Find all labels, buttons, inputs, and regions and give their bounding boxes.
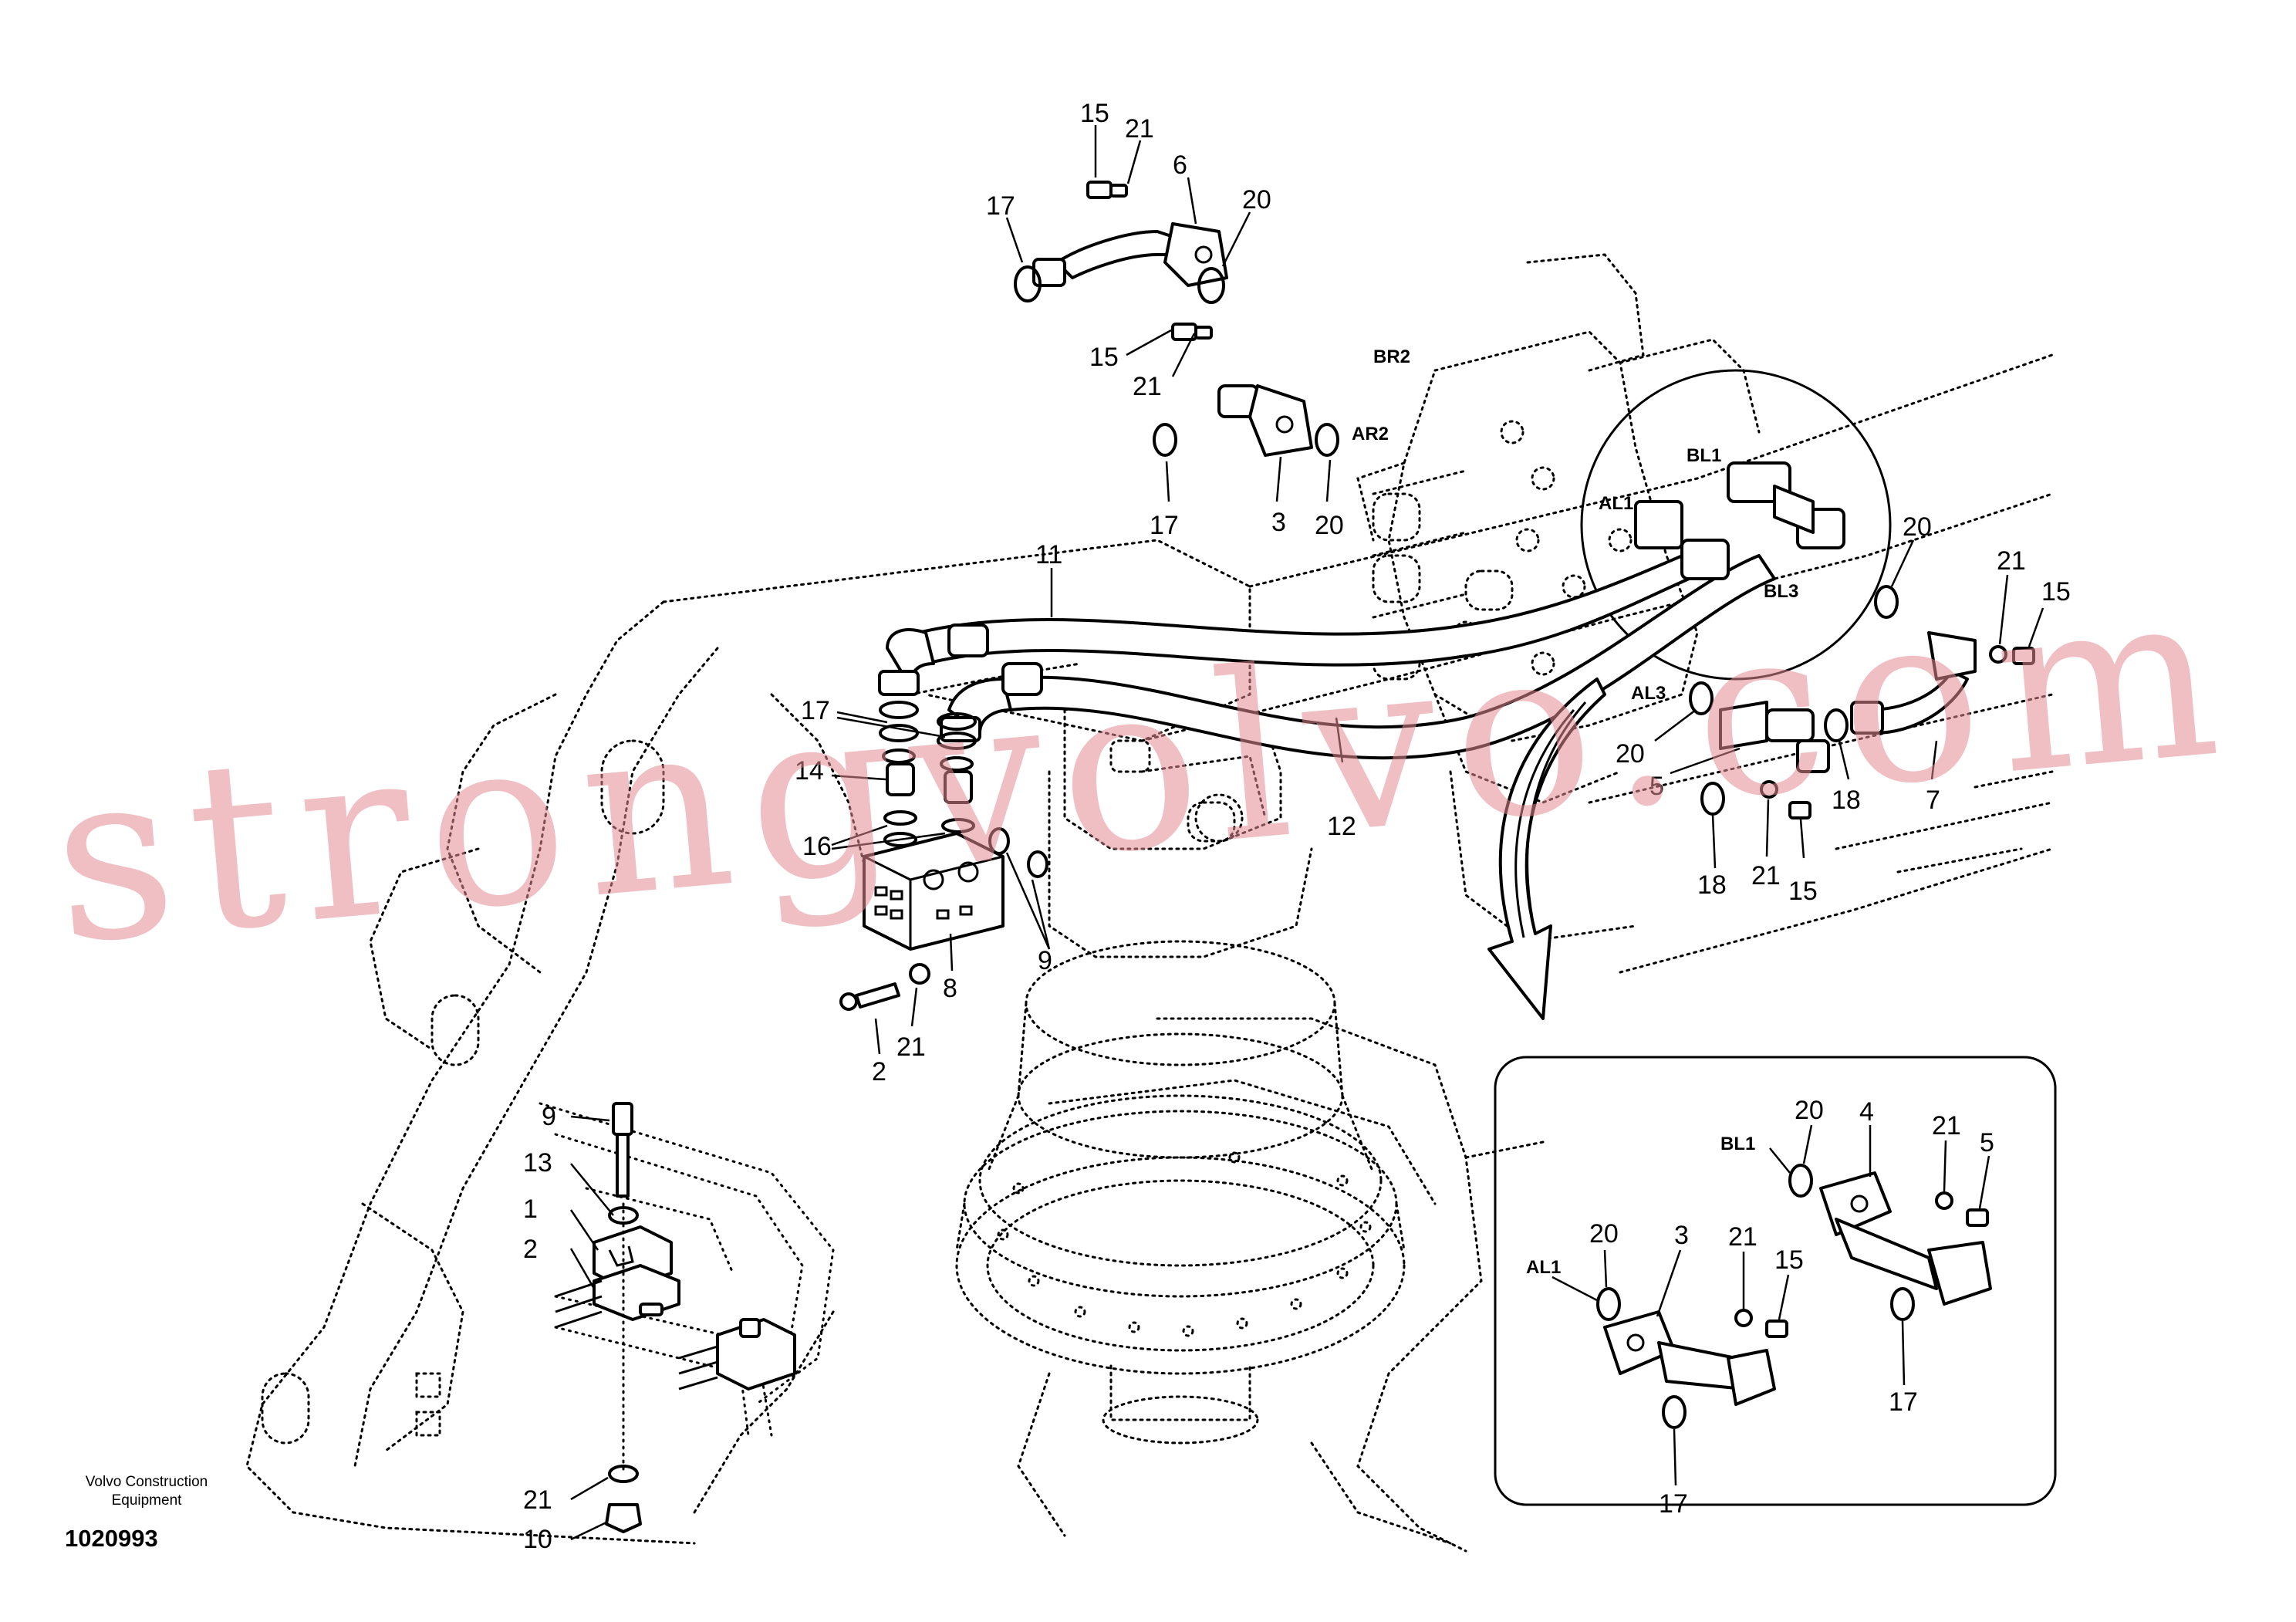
label-21: 21 <box>1932 1111 1961 1140</box>
label-4: 4 <box>1859 1097 1874 1127</box>
label-21: 21 <box>1133 372 1162 401</box>
left-fitting-stack <box>839 701 1048 1011</box>
label-2: 2 <box>523 1235 538 1264</box>
label-15: 15 <box>1774 1245 1804 1275</box>
label-12: 12 <box>1327 812 1356 841</box>
label-15: 15 <box>1089 343 1119 372</box>
detail-zoom-circle <box>1580 369 1892 681</box>
clamp-assembly <box>555 1102 796 1533</box>
label-17: 17 <box>1150 511 1179 540</box>
valve-fittings <box>1634 461 1845 580</box>
watermark-text: strongvolvo.com <box>43 537 2244 996</box>
label-21: 21 <box>1997 546 2026 576</box>
label-21: 21 <box>1728 1222 1757 1252</box>
label-3: 3 <box>1674 1221 1689 1250</box>
label-20: 20 <box>1242 185 1271 215</box>
drawing-footer: Volvo Construction Equipment 1020993 <box>65 1474 208 1552</box>
label-20: 20 <box>1589 1219 1619 1249</box>
part-6-elbow <box>1014 181 1228 304</box>
label-1: 1 <box>523 1195 538 1224</box>
detail-port-al1-label: AL1 <box>1526 1257 1561 1278</box>
label-17: 17 <box>1659 1489 1688 1519</box>
label-8: 8 <box>943 974 957 1003</box>
label-21: 21 <box>1751 861 1781 890</box>
label-20: 20 <box>1903 512 1932 542</box>
label-17: 17 <box>1889 1387 1918 1417</box>
drawing-number: 1020993 <box>65 1525 158 1552</box>
label-9: 9 <box>542 1102 556 1131</box>
label-5: 5 <box>1649 772 1664 801</box>
label-15: 15 <box>2041 577 2071 607</box>
label-7: 7 <box>1926 786 1940 815</box>
label-20: 20 <box>1315 511 1344 540</box>
label-2: 2 <box>872 1057 886 1086</box>
label-17: 17 <box>801 696 830 725</box>
motor-bolt-ring <box>997 1151 1372 1337</box>
port-br2-label: BR2 <box>1373 346 1410 367</box>
label-5: 5 <box>1980 1128 1994 1157</box>
machine-frame-outline <box>245 353 2054 1553</box>
port-labels: BR2 AR2 BL1 AL1 BL3 AL3 BL1 AL1 <box>1352 346 1798 1278</box>
detail-inset-frame <box>1494 1056 2057 1506</box>
label-10: 10 <box>523 1525 552 1554</box>
label-3: 3 <box>1271 508 1286 537</box>
label-9: 9 <box>1038 946 1052 975</box>
part-5-flange <box>1689 681 1830 819</box>
port-al3-label: AL3 <box>1631 683 1666 704</box>
leader-lines <box>569 125 2044 1541</box>
part-3-flange <box>1153 323 1339 457</box>
company-name-line1: Volvo Construction <box>86 1474 208 1490</box>
detail-arrow <box>1487 678 1606 1020</box>
detail-inset <box>1494 1056 2057 1506</box>
detail-port-bl1-label: BL1 <box>1720 1134 1755 1154</box>
hose-12 <box>940 554 1776 760</box>
label-6: 6 <box>1173 150 1187 180</box>
port-bl3-label: BL3 <box>1764 581 1798 602</box>
label-15: 15 <box>1080 99 1109 128</box>
port-bl1-label: BL1 <box>1687 445 1721 466</box>
label-21: 21 <box>523 1485 552 1515</box>
label-16: 16 <box>802 832 832 861</box>
label-20: 20 <box>1795 1096 1824 1125</box>
label-20: 20 <box>1616 739 1645 769</box>
part-number-labels: 15 21 6 17 20 15 21 17 3 20 11 12 17 14 … <box>523 99 2071 1554</box>
company-name-line2: Equipment <box>112 1492 183 1509</box>
label-13: 13 <box>523 1148 552 1178</box>
part-7-elbow <box>1824 585 2035 742</box>
label-15: 15 <box>1788 877 1818 906</box>
swing-motor <box>955 693 1406 1445</box>
port-al1-label: AL1 <box>1599 493 1633 514</box>
label-18: 18 <box>1832 786 1861 815</box>
label-21: 21 <box>1125 114 1154 144</box>
label-14: 14 <box>795 756 824 786</box>
label-11: 11 <box>1035 540 1062 569</box>
port-ar2-label: AR2 <box>1352 424 1389 444</box>
label-21: 21 <box>896 1032 926 1062</box>
label-17: 17 <box>986 191 1015 221</box>
label-18: 18 <box>1697 870 1727 900</box>
